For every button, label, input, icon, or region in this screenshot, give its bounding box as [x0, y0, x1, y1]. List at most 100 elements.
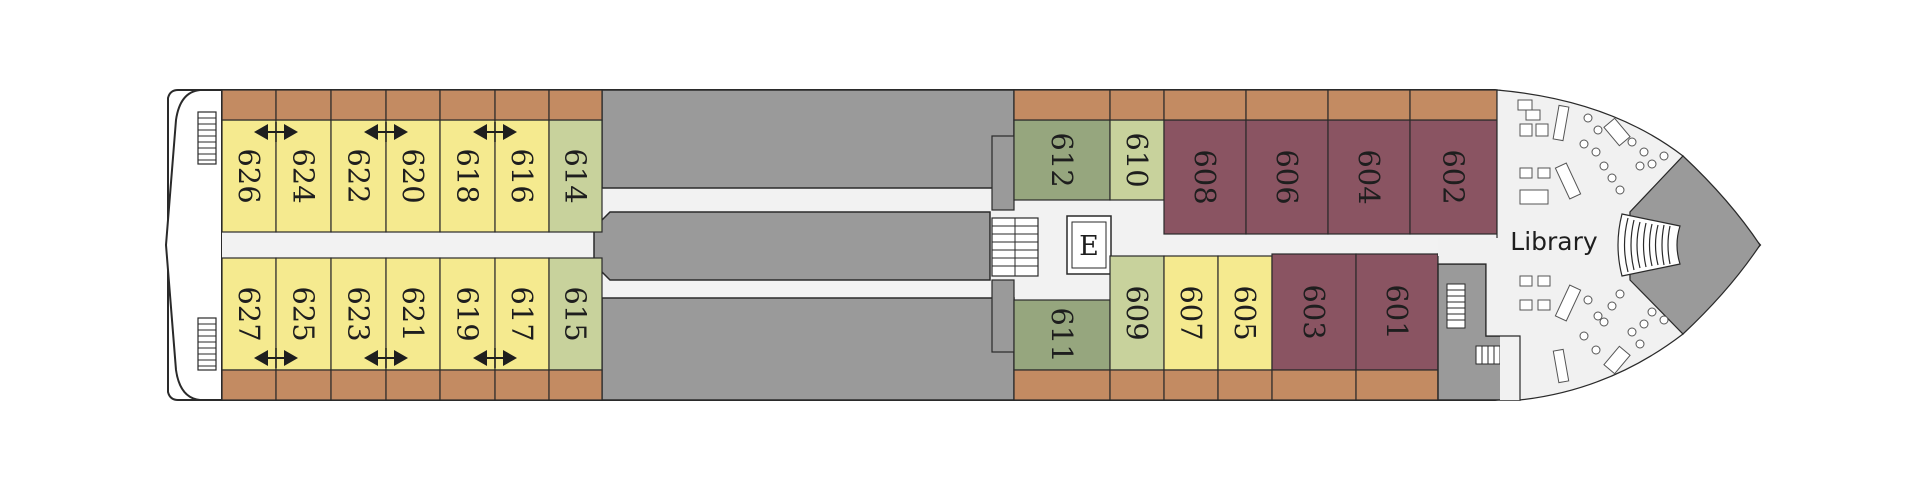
library-room — [1437, 89, 1684, 401]
cabin-number: 627 — [232, 286, 266, 341]
cabin-626[interactable]: 626 — [221, 89, 277, 233]
balcony — [385, 369, 441, 401]
cabin-number: 622 — [342, 148, 376, 203]
cabin-number: 604 — [1352, 149, 1386, 204]
cabin-number: 605 — [1228, 285, 1262, 340]
balcony — [1409, 89, 1498, 121]
balcony — [1013, 89, 1111, 121]
balcony — [221, 369, 277, 401]
balcony — [1109, 89, 1165, 121]
cabin-606[interactable]: 606 — [1245, 89, 1329, 235]
library-label: Library — [1510, 227, 1598, 256]
cabin-616[interactable]: 616 — [494, 89, 550, 233]
balcony — [1217, 369, 1273, 401]
balcony — [330, 369, 387, 401]
cabin-number: 602 — [1437, 149, 1471, 204]
cabin-room — [1013, 299, 1111, 371]
balcony — [1163, 89, 1247, 121]
cabin-room — [1327, 119, 1411, 235]
stairs-icon — [991, 217, 1039, 277]
cabin-615[interactable]: 615 — [548, 257, 603, 401]
cabin-620[interactable]: 620 — [385, 89, 441, 233]
cabin-number: 608 — [1188, 149, 1222, 204]
cabin-609[interactable]: 609 — [1109, 255, 1165, 401]
cabin-number: 620 — [396, 148, 430, 203]
balcony — [275, 89, 332, 121]
cabin-room — [1109, 119, 1165, 201]
bow-staircase-icon — [1617, 213, 1681, 277]
elevator-shaft — [991, 135, 1015, 211]
cabin-room — [548, 119, 603, 233]
balcony — [494, 369, 550, 401]
cabin-605[interactable]: 605 — [1217, 255, 1273, 401]
cabin-number: 621 — [396, 286, 430, 341]
balcony — [1355, 369, 1439, 401]
cabin-number: 626 — [232, 148, 266, 203]
corridor-outline — [602, 187, 1014, 299]
cabin-number: 611 — [1045, 307, 1079, 362]
cabin-room — [1355, 253, 1439, 371]
cabin-627[interactable]: 627 — [221, 257, 277, 401]
library-floor — [1500, 90, 1520, 400]
cabin-number: 615 — [559, 286, 593, 341]
cabin-number: 625 — [287, 286, 321, 341]
cabin-number: 601 — [1380, 284, 1414, 339]
cabin-number: 606 — [1270, 149, 1304, 204]
library-walkway — [1438, 238, 1498, 256]
elevator-label: E — [1079, 231, 1099, 262]
cabin-number: 607 — [1174, 285, 1208, 340]
balcony — [494, 89, 550, 121]
cabin-number: 614 — [559, 148, 593, 203]
cabin-room — [548, 257, 603, 371]
cabin-621[interactable]: 621 — [385, 257, 441, 401]
cabin-602[interactable]: 602 — [1409, 89, 1498, 235]
cabin-room — [1013, 119, 1111, 201]
cabin-number: 609 — [1120, 285, 1154, 340]
cabin-room — [1271, 253, 1357, 371]
balcony — [439, 369, 496, 401]
stern-railing-bottom — [197, 317, 217, 371]
balcony — [385, 89, 441, 121]
balcony — [1109, 369, 1165, 401]
library-furniture — [1517, 99, 1669, 384]
cabin-number: 618 — [451, 148, 485, 203]
cabin-612[interactable]: 612 — [1013, 89, 1111, 201]
elevator-shaft-lower — [991, 279, 1015, 353]
cabin-610[interactable]: 610 — [1109, 89, 1165, 201]
cabin-624[interactable]: 624 — [275, 89, 332, 233]
balcony — [1013, 369, 1111, 401]
cabin-601[interactable]: 601 — [1355, 253, 1439, 401]
cabin-618[interactable]: 618 — [439, 89, 496, 233]
bow-deck — [1629, 155, 1761, 335]
cabin-number: 617 — [505, 286, 539, 341]
cabin-604[interactable]: 604 — [1327, 89, 1411, 235]
elevator-icon: E — [1066, 215, 1112, 275]
stern-railing-top — [197, 111, 217, 165]
cabin-607[interactable]: 607 — [1163, 255, 1219, 401]
cabin-611[interactable]: 611 — [1013, 299, 1111, 401]
balcony — [1245, 89, 1329, 121]
cabin-608[interactable]: 608 — [1163, 89, 1247, 235]
cabin-622[interactable]: 622 — [330, 89, 387, 233]
cabin-number: 619 — [451, 286, 485, 341]
balcony — [548, 369, 603, 401]
balcony — [275, 369, 332, 401]
cabin-number: 610 — [1120, 132, 1154, 187]
balcony — [1327, 89, 1411, 121]
balcony — [1271, 369, 1357, 401]
cabin-number: 603 — [1297, 284, 1331, 339]
cabin-617[interactable]: 617 — [494, 257, 550, 401]
balcony — [439, 89, 496, 121]
cabin-603[interactable]: 603 — [1271, 253, 1357, 401]
cabin-619[interactable]: 619 — [439, 257, 496, 401]
cabin-614[interactable]: 614 — [548, 89, 603, 233]
cabin-623[interactable]: 623 — [330, 257, 387, 401]
cabin-number: 616 — [505, 148, 539, 203]
balcony — [221, 89, 277, 121]
balcony — [548, 89, 603, 121]
cabin-625[interactable]: 625 — [275, 257, 332, 401]
service-area — [593, 89, 1015, 401]
cabin-number: 624 — [287, 148, 321, 203]
balcony — [1163, 369, 1219, 401]
